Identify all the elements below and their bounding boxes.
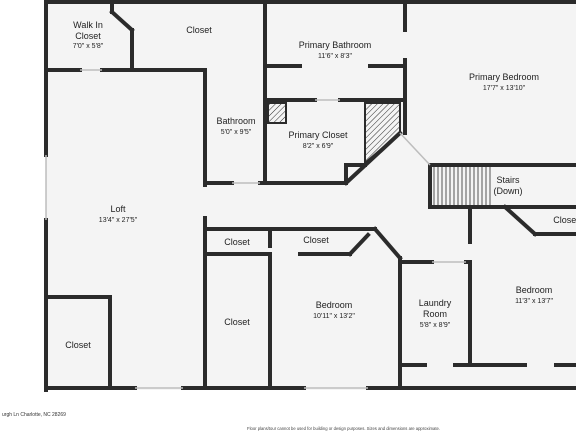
dims-bathroom: 5'0" x 9'5": [221, 129, 252, 136]
label-primary-closet: Primary Closet: [288, 130, 348, 140]
label-stairs-2: (Down): [493, 186, 522, 196]
dims-bedroom-center: 10'11" x 13'2": [313, 313, 355, 320]
dims-laundry: 5'8" x 8'9": [420, 322, 451, 329]
dims-primary-bedroom: 17'7" x 13'10": [483, 85, 526, 92]
label-walk-in-closet-2: Closet: [75, 31, 101, 41]
label-bathroom: Bathroom: [216, 116, 255, 126]
walls: [44, 0, 576, 392]
label-closet-top: Closet: [186, 25, 212, 35]
label-primary-bathroom: Primary Bathroom: [299, 40, 372, 50]
label-primary-bedroom: Primary Bedroom: [469, 72, 539, 82]
label-closet-lower-mid: Closet: [224, 317, 250, 327]
label-bedroom-right: Bedroom: [516, 285, 553, 295]
dims-primary-closet: 8'2" x 6'9": [303, 143, 334, 150]
footer-disclaimer: Floor plans/tour cannot be used for buil…: [247, 426, 440, 431]
label-laundry-2: Room: [423, 309, 447, 319]
openings: [45, 69, 466, 389]
dims-loft: 13'4" x 27'5": [99, 217, 138, 224]
label-bedroom-center: Bedroom: [316, 300, 353, 310]
label-closet-mid-left: Closet: [224, 237, 250, 247]
label-closet-right: Closet: [553, 215, 576, 225]
label-stairs: Stairs: [496, 175, 520, 185]
label-laundry: Laundry: [419, 298, 452, 308]
dims-walk-in-closet: 7'0" x 5'8": [73, 43, 104, 50]
label-closet-mid-right: Closet: [303, 235, 329, 245]
hatched-shaft-small: [267, 102, 287, 124]
label-walk-in-closet: Walk In: [73, 20, 103, 30]
door-stair-landing: [399, 132, 431, 166]
label-loft: Loft: [110, 204, 126, 214]
floor-area: [46, 0, 576, 390]
dims-bedroom-right: 11'3" x 13'7": [515, 298, 553, 305]
stair-treads: [433, 167, 491, 205]
label-closet-bottom-left: Closet: [65, 340, 91, 350]
room-labels: Walk In Closet 7'0" x 5'8" Closet Primar…: [65, 20, 576, 350]
dims-primary-bathroom: 11'6" x 8'3": [318, 53, 352, 60]
footer-address: urgh Ln Charlotte, NC 28269: [2, 412, 66, 418]
